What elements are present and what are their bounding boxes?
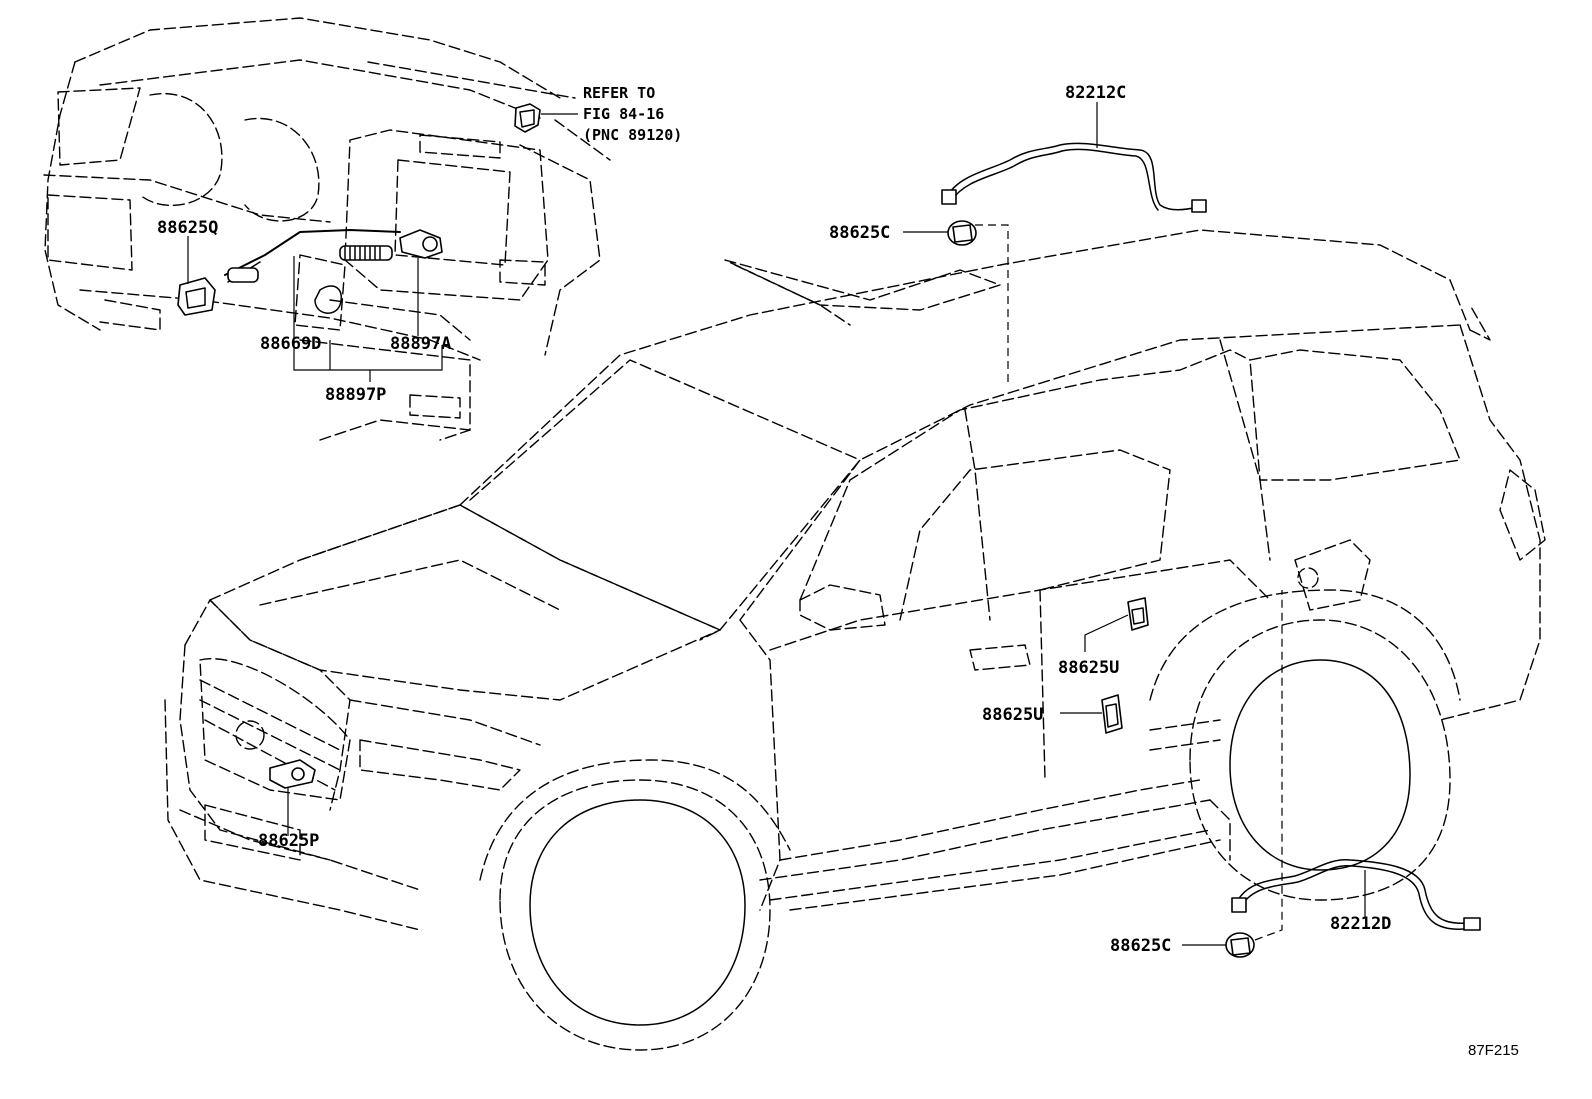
- label-88897p: 88897P: [325, 385, 386, 405]
- inset-leaders: [187, 113, 578, 382]
- label-88625u-upper: 88625U: [1058, 658, 1119, 678]
- label-88897a: 88897A: [390, 334, 451, 354]
- cable-82212d: [1231, 859, 1481, 931]
- exterior-leaders: [287, 102, 1366, 946]
- figure-id: 87F215: [1468, 1042, 1519, 1059]
- label-88625c-upper: 88625C: [829, 223, 890, 243]
- door-sensors: [1101, 597, 1149, 734]
- cable-82212c: [941, 142, 1207, 213]
- reference-note-line1: REFER TO: [583, 84, 655, 102]
- label-82212d: 82212D: [1330, 914, 1391, 934]
- label-88669d: 88669D: [260, 334, 321, 354]
- label-88625c-lower: 88625C: [1110, 936, 1171, 956]
- front-sensor-88625p: [269, 759, 316, 789]
- label-88625u-lower: 88625U: [982, 705, 1043, 725]
- label-82212c: 82212C: [1065, 83, 1126, 103]
- sensor-88625c-upper: [947, 220, 977, 246]
- reference-note-line3: (PNC 89120): [583, 126, 682, 144]
- label-88625q: 88625Q: [157, 218, 218, 238]
- dashboard-inset: [43, 17, 611, 441]
- sensor-88625c-lower: [1225, 932, 1255, 958]
- reference-note-line2: FIG 84-16: [583, 105, 664, 123]
- vehicle-body: [164, 229, 1546, 1051]
- label-88625p: 88625P: [258, 831, 319, 851]
